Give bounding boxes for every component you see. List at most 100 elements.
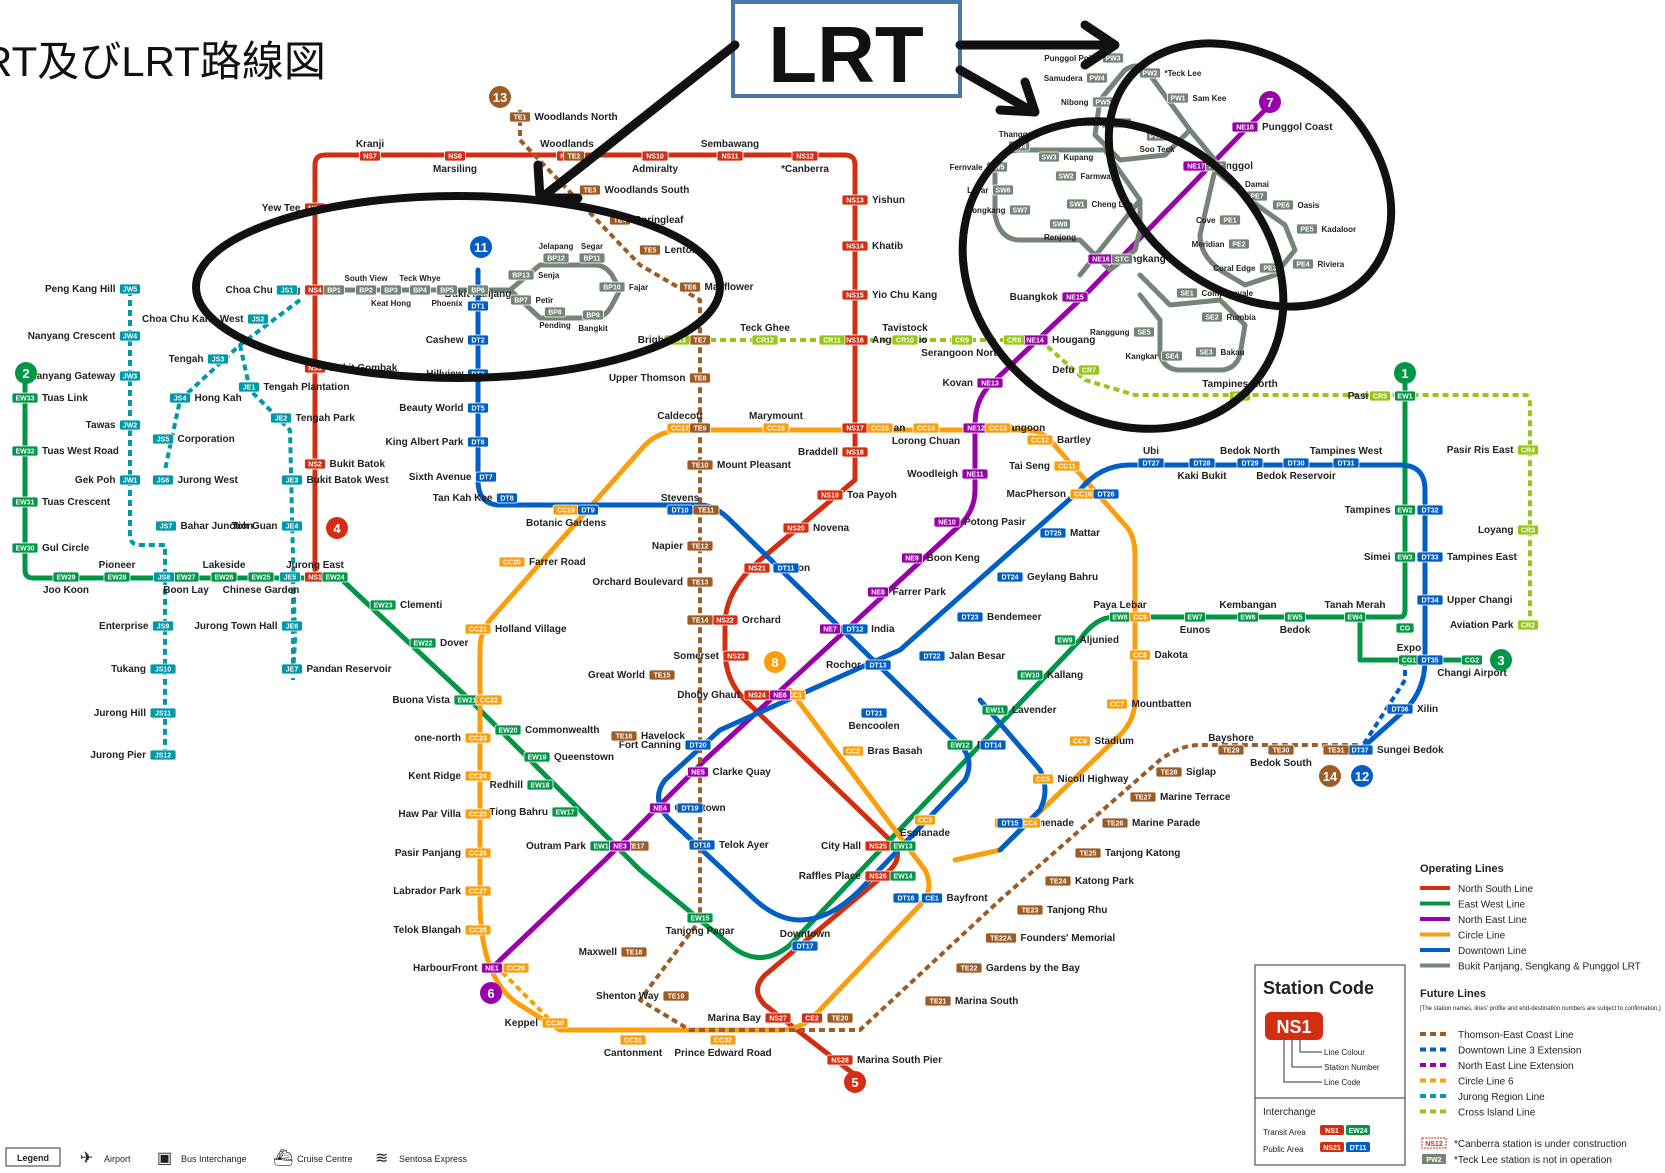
- station-code-pill: [1201, 311, 1223, 323]
- station-name: Kadaloor: [1322, 225, 1357, 234]
- station-name: Queenstown: [554, 752, 614, 763]
- station-code: DT20: [689, 743, 706, 750]
- interchange-code: BP1: [327, 288, 341, 295]
- station-code-pill: [981, 704, 1009, 716]
- station-name: Kaki Bukit: [1178, 471, 1228, 482]
- station-code: EW18: [530, 783, 549, 790]
- station-name: Marina South Pier: [857, 1055, 942, 1066]
- interchange-sample-code: DT11: [1350, 1145, 1367, 1152]
- interchange-code-ew14: EW14: [889, 870, 917, 882]
- station-code: JS7: [160, 524, 173, 531]
- station-code: EW4: [1347, 615, 1362, 622]
- station-code: BP5: [440, 288, 454, 295]
- station-name: Defu: [1052, 365, 1074, 376]
- line-number-badge: [489, 86, 511, 108]
- station-code: PE3: [1263, 266, 1276, 273]
- station-name: Kangkar: [1125, 352, 1157, 361]
- station-name: Founders' Memorial: [1021, 933, 1116, 944]
- station-code: EW33: [15, 396, 34, 403]
- station-code: CR7: [1082, 368, 1096, 375]
- station-code-pill: [686, 540, 714, 552]
- station-code-pill: [1055, 170, 1077, 182]
- station-code: EW23: [373, 603, 392, 610]
- station-code-pill: [444, 150, 466, 162]
- station-code-pill: [1176, 287, 1198, 299]
- station-name: Marymount: [749, 411, 804, 422]
- line-number-label: 12: [1355, 769, 1369, 784]
- station-code: DT2: [471, 338, 484, 345]
- interchange-code: BP6: [471, 288, 485, 295]
- station-code: CC27: [469, 889, 487, 896]
- station-code: NE10: [938, 520, 956, 527]
- interchange-code-js8: JS8: [153, 571, 175, 583]
- interchange-code: TE20: [832, 1016, 849, 1023]
- station-code: TE10: [692, 463, 709, 470]
- legend-label-box: [5, 1147, 61, 1167]
- station-name: *Teck Lee: [1165, 69, 1202, 78]
- station-code-pill: [1106, 698, 1128, 710]
- station-code: SE1: [1180, 291, 1193, 298]
- interchange-pill: [563, 150, 585, 162]
- station-code-pill: [1267, 744, 1295, 756]
- station-code-pill: [946, 739, 974, 751]
- station-name: Hong Kah: [195, 393, 242, 404]
- interchange-code: TE11: [698, 508, 714, 515]
- ship-icon: ⛴: [273, 1149, 293, 1167]
- station-name: Dover: [440, 638, 468, 649]
- station-name: Keat Hong: [371, 299, 411, 308]
- station-code-pill: [961, 468, 989, 480]
- interchange-code-cr8: CR8: [1003, 334, 1025, 346]
- station-code: BP13: [512, 273, 530, 280]
- arrow-to-sengkang-icon-head: [995, 77, 1040, 117]
- interchange-code-je5: JE5: [279, 571, 301, 583]
- station-code-pill: [526, 779, 554, 791]
- interchange-code-js1: JS1: [276, 284, 298, 296]
- station-name: Marine Parade: [1132, 818, 1201, 829]
- station-code: CC6: [1073, 739, 1087, 746]
- station-code-pill: [409, 284, 431, 296]
- interchange-code: DT11: [778, 566, 795, 573]
- station-code: CC32: [714, 1038, 732, 1045]
- station-name: Geylang Bahru: [1027, 572, 1098, 583]
- station-code-pill: [1416, 551, 1444, 563]
- station-name: Riviera: [1318, 260, 1345, 269]
- station-code-pill: [1219, 214, 1241, 226]
- station-code: NE8: [871, 590, 885, 597]
- station-code-pill: [1137, 457, 1165, 469]
- interchange-sample-code: NS21: [1323, 1145, 1341, 1152]
- station-code: TE12: [692, 544, 709, 551]
- interchange-pill: [772, 562, 800, 574]
- station-code: CC19: [557, 508, 575, 515]
- station-code: SW5: [989, 165, 1004, 172]
- station-code-pill: [598, 281, 626, 293]
- sentosa-icon: ≋: [375, 1150, 388, 1167]
- station-name: Bras Basah: [868, 746, 923, 757]
- station-name: Haw Par Villa: [398, 809, 461, 820]
- tecklee-pill: [1422, 1154, 1446, 1164]
- station-name: Bayshore: [1208, 733, 1254, 744]
- station-code-pill: [11, 445, 39, 457]
- station-code-pill: [579, 184, 601, 196]
- station-code: JE7: [286, 667, 299, 674]
- sengkang-ellipse: [958, 117, 1288, 433]
- station-name: Coral Edge: [1213, 264, 1256, 273]
- interchange-code: DT12: [846, 627, 863, 634]
